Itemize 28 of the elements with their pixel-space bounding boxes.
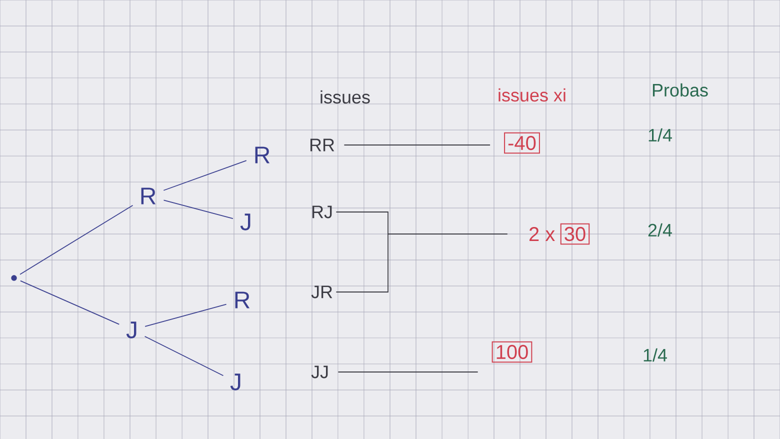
tree-letter: J — [230, 374, 240, 390]
tree-letter: R — [255, 146, 270, 164]
outcome-text: JJ — [311, 366, 328, 378]
value-box: 100 — [492, 341, 532, 363]
value-box: -40 — [504, 132, 540, 154]
connector-line — [336, 234, 508, 292]
branch-line — [20, 280, 120, 325]
probability-text: 1/4 — [648, 128, 672, 142]
column-heading: issues — [320, 90, 370, 104]
tree-letter: R — [141, 188, 156, 204]
beside-text: 2 x — [530, 227, 555, 241]
branch-line — [144, 304, 227, 327]
column-heading: issues xi — [498, 88, 566, 102]
column-heading: Probas — [652, 83, 708, 97]
probability-text: 2/4 — [648, 223, 672, 237]
branch-line — [20, 204, 134, 275]
tree-letter: R — [235, 292, 250, 308]
tree-letter: J — [240, 214, 250, 230]
outcome-text: RJ — [312, 206, 332, 218]
probability-text: 1/4 — [644, 348, 667, 362]
outcome-text: RR — [310, 138, 334, 152]
tree-letter: J — [126, 322, 136, 338]
value-box: 30 — [560, 223, 590, 245]
branch-line — [144, 336, 224, 376]
connector-line — [344, 144, 490, 146]
outcome-text: JR — [311, 286, 332, 298]
branch-line — [163, 200, 234, 219]
branch-line — [163, 160, 247, 191]
